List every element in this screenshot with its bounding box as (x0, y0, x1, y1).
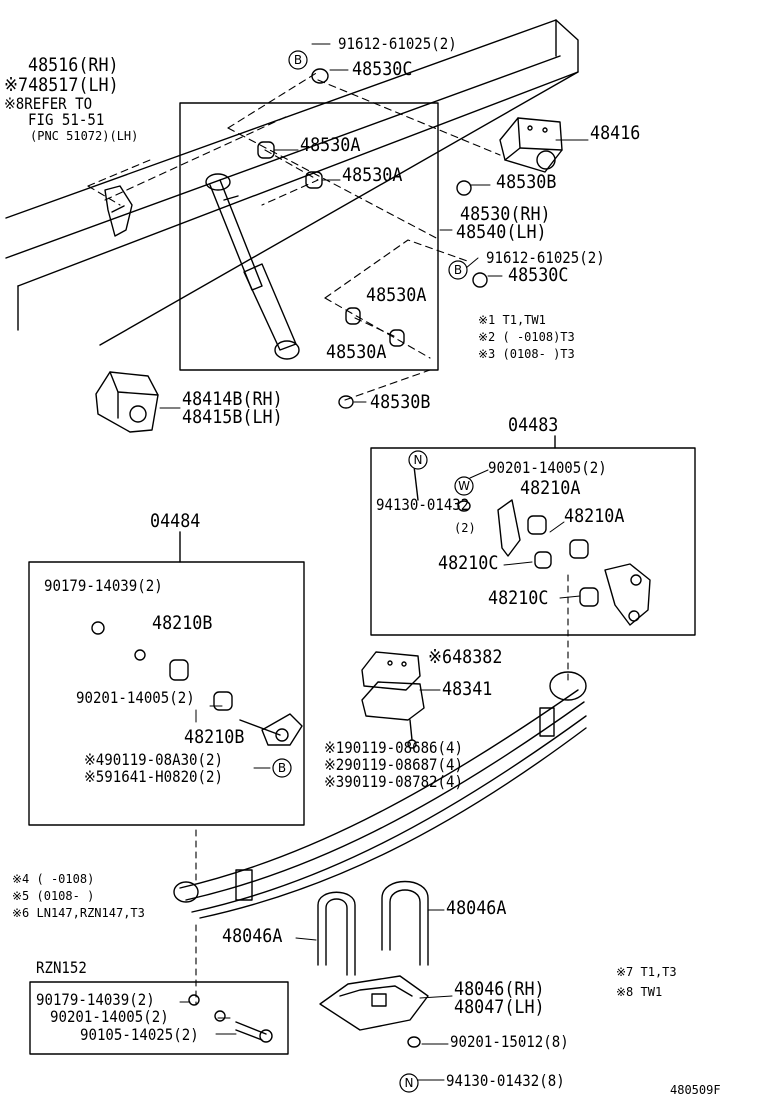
badge-b-kit-label: B (278, 761, 286, 775)
label-leaders (159, 43, 589, 1081)
note-left-1: ※4 ( -0108) (12, 872, 95, 886)
label-94130-a: 94130-01432 (376, 495, 470, 514)
label-94130-qty: (2) (454, 521, 476, 535)
bushing-48530c-mid (472, 272, 488, 288)
badge-b-top-label: B (294, 53, 302, 67)
label-90201-15012: 90201-15012(8) (450, 1032, 569, 1051)
label-kit-04484: 04484 (150, 510, 201, 532)
label-48414b: 48414B(RH) (182, 388, 283, 410)
label-48416: 48416 (590, 122, 641, 144)
badge-b-mid-label: B (454, 263, 462, 277)
label-48530rh: 48530(RH) (460, 203, 551, 225)
kit-04483-box (370, 447, 696, 636)
badge-b-mid (448, 260, 468, 280)
label-90179-b: 90179-14039(2) (36, 990, 155, 1009)
label-kit-04483: 04483 (508, 414, 559, 436)
label-48530c-mid: 48530C (508, 264, 569, 286)
label-91641: ※591641-H0820(2) (84, 767, 223, 786)
label-90201-a: 90201-14005(2) (488, 458, 607, 477)
label-pnc: (PNC 51072)(LH) (30, 129, 139, 143)
label-90201-c: 90201-14005(2) (50, 1007, 169, 1026)
note-right-1: ※1 T1,TW1 (478, 313, 546, 327)
label-90119-3: ※390119-08782(4) (324, 772, 463, 791)
badge-b-top (288, 50, 308, 70)
badge-n-kit-label: N (414, 453, 423, 467)
label-48210c-2: 48210C (488, 587, 549, 609)
shock-absorber (205, 173, 300, 360)
bushing-48530b-upper (456, 180, 472, 196)
label-90105: 90105-14025(2) (80, 1025, 199, 1044)
bracket-48516 (104, 185, 133, 237)
note-right-3: ※3 (0108- )T3 (478, 347, 575, 361)
label-48046rh: 48046(RH) (454, 978, 545, 1000)
label-90119-a: ※490119-08A30(2) (84, 750, 223, 769)
kit-04484-parts (91, 621, 303, 746)
label-48046a-2: 48046A (222, 925, 283, 947)
label-48210b-1: 48210B (152, 612, 213, 634)
upper-dashed-leaders (87, 71, 501, 401)
label-90119-1: ※190119-08686(4) (324, 738, 463, 757)
badge-n-kit (408, 450, 428, 470)
label-48530a-3: 48530A (366, 284, 427, 306)
badge-w-kit (454, 476, 474, 496)
label-fig: FIG 51-51 (28, 110, 105, 129)
note-left-3: ※6 LN147,RZN147,T3 (12, 906, 145, 920)
note-left-2: ※5 (0108- ) (12, 889, 95, 903)
spring-pad (361, 651, 425, 749)
diagram-id: 480509F (670, 1083, 721, 1097)
label-94130-b: 94130-01432(8) (446, 1071, 565, 1090)
label-48047lh: 48047(LH) (454, 996, 545, 1018)
label-48530c-top: 48530C (352, 58, 413, 80)
note-right-2: ※2 ( -0108)T3 (478, 330, 575, 344)
badge-b-kit (272, 758, 292, 778)
u-bolts (317, 880, 429, 976)
label-91612-mid: 91612-61025(2) (486, 248, 605, 267)
label-48415b: 48415B(LH) (182, 406, 283, 428)
nut-90201-15012 (407, 1036, 421, 1048)
label-48210a-1: 48210A (520, 477, 581, 499)
label-48530b-2: 48530B (370, 391, 431, 413)
label-rzn152: RZN152 (36, 958, 87, 977)
label-91612-top: 91612-61025(2) (338, 34, 457, 53)
kit-04483-parts (413, 465, 651, 626)
label-90119-2: ※290119-08687(4) (324, 755, 463, 774)
badge-n-bottom (399, 1073, 419, 1093)
spring-seat-plate (319, 975, 429, 1031)
leaf-spring (173, 671, 587, 919)
bracket-48416 (499, 117, 563, 173)
label-90201-b: 90201-14005(2) (76, 688, 195, 707)
kit-04484-box (28, 561, 305, 826)
lower-dashed-leaders (195, 574, 569, 1006)
label-48382: ※648382 (428, 646, 503, 668)
label-48530a-1: 48530A (300, 134, 361, 156)
bushing-48530b-lower (338, 395, 354, 409)
note-bottom-1: ※7 T1,T3 (616, 965, 677, 979)
label-48046a-1: 48046A (446, 897, 507, 919)
label-48530a-4: 48530A (326, 341, 387, 363)
rzn152-parts (188, 994, 273, 1043)
label-48516: 48516(RH) (28, 54, 119, 76)
badge-n-bottom-label: N (405, 1076, 414, 1090)
rzn152-box (29, 981, 289, 1055)
label-90179-a: 90179-14039(2) (44, 576, 163, 595)
label-48540lh: 48540(LH) (456, 221, 547, 243)
label-48210a-2: 48210A (564, 505, 625, 527)
bracket-48414b (95, 371, 159, 433)
shock-absorber-box (179, 102, 439, 371)
label-48517: ※748517(LH) (4, 74, 119, 96)
shock-bushings (257, 141, 405, 347)
bushing-48530c-top (311, 68, 329, 84)
label-48530a-2: 48530A (342, 164, 403, 186)
note-bottom-2: ※8 TW1 (616, 985, 663, 999)
label-48210b-2: 48210B (184, 726, 245, 748)
badge-w-kit-label: W (458, 479, 470, 493)
label-refer-to: ※8REFER TO (4, 94, 93, 113)
label-48210c-1: 48210C (438, 552, 499, 574)
label-48341: 48341 (442, 678, 493, 700)
label-48530b-1: 48530B (496, 171, 557, 193)
